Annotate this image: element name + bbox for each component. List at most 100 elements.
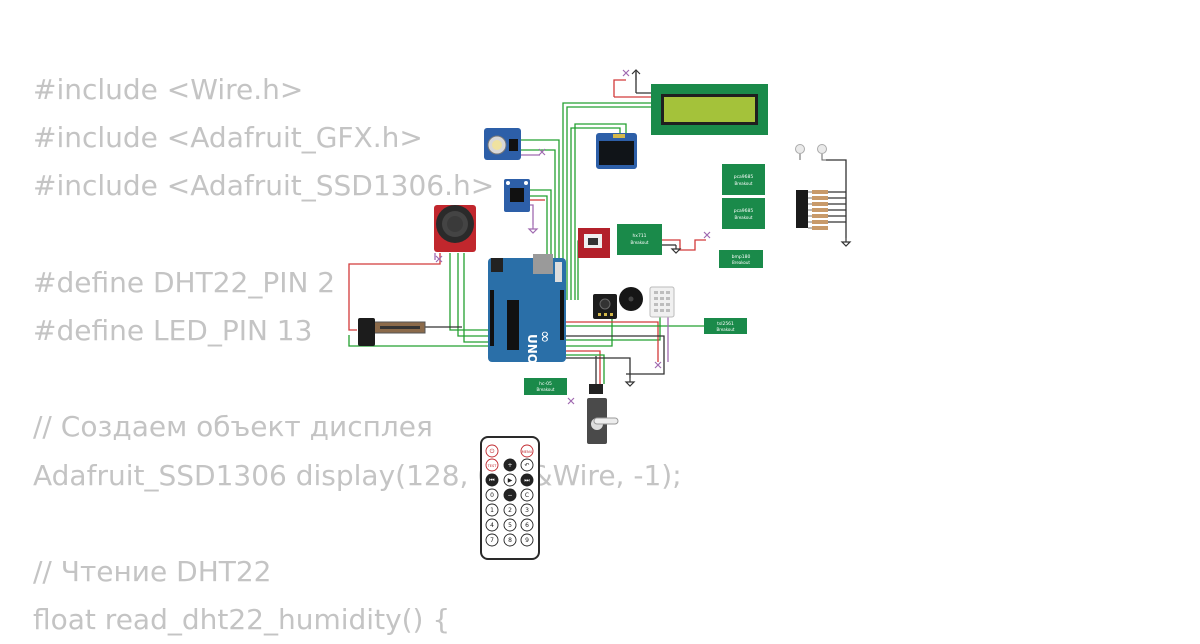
wire[interactable] bbox=[574, 123, 627, 300]
ground-icon bbox=[624, 378, 636, 387]
slide-potentiometer[interactable] bbox=[358, 318, 426, 346]
no-connect-icon bbox=[622, 69, 630, 77]
remote-button-label: 5 bbox=[508, 522, 512, 529]
remote-button[interactable] bbox=[503, 533, 517, 547]
vcc-icon bbox=[631, 69, 641, 80]
breakout-label: Breakout bbox=[735, 181, 753, 186]
no-connect-icon bbox=[435, 255, 443, 263]
remote-button-label: ▶ bbox=[508, 477, 513, 484]
wire[interactable] bbox=[828, 191, 846, 223]
led-icon bbox=[795, 144, 805, 154]
remote-button[interactable] bbox=[485, 488, 499, 502]
code-line: Adafruit_SSD1306 display(128, 64, &Wire,… bbox=[33, 458, 682, 492]
remote-button[interactable] bbox=[520, 473, 534, 487]
wire[interactable] bbox=[566, 321, 659, 362]
wire[interactable] bbox=[566, 318, 613, 347]
tsl2561-breakout[interactable]: tsl2561 Breakout bbox=[704, 318, 747, 334]
breakout-label: hx711 bbox=[632, 233, 646, 239]
dht22-sensor[interactable] bbox=[649, 286, 675, 318]
led-bar-graph[interactable] bbox=[796, 190, 828, 230]
remote-button-label: 4 bbox=[490, 522, 494, 529]
remote-button-label: MENU bbox=[522, 450, 533, 454]
pin-header bbox=[490, 290, 564, 346]
code-line: #include <Adafruit_SSD1306.h> bbox=[33, 169, 495, 203]
wire[interactable] bbox=[635, 72, 652, 94]
breakout-label: Breakout bbox=[717, 327, 735, 332]
remote-button[interactable] bbox=[503, 488, 517, 502]
no-connect-icon bbox=[654, 361, 662, 369]
code-line: #include <Wire.h> bbox=[33, 73, 304, 106]
wire[interactable] bbox=[463, 253, 489, 343]
wire[interactable] bbox=[449, 253, 489, 331]
remote-button[interactable] bbox=[520, 503, 534, 517]
wire[interactable] bbox=[530, 204, 534, 225]
remote-button-label: 9 bbox=[525, 537, 529, 544]
remote-button-label: TEST bbox=[487, 464, 498, 468]
joystick[interactable] bbox=[434, 205, 476, 252]
wire[interactable] bbox=[457, 253, 489, 337]
remote-button[interactable] bbox=[520, 458, 534, 472]
remote-button[interactable] bbox=[503, 458, 517, 472]
pca9685-breakout[interactable]: pca9685 Breakout bbox=[722, 164, 765, 195]
remote-button[interactable] bbox=[520, 518, 534, 532]
led-indicators[interactable] bbox=[795, 144, 827, 161]
remote-button[interactable] bbox=[503, 473, 517, 487]
remote-button-label: ⏭ bbox=[524, 477, 530, 484]
wire[interactable] bbox=[562, 102, 652, 300]
remote-button[interactable] bbox=[485, 503, 499, 517]
remote-button[interactable] bbox=[520, 488, 534, 502]
servo-motor[interactable] bbox=[587, 384, 619, 444]
remote-button[interactable] bbox=[503, 503, 517, 517]
remote-button[interactable] bbox=[503, 518, 517, 532]
remote-button[interactable] bbox=[485, 458, 499, 472]
buzzer[interactable] bbox=[619, 287, 643, 311]
breakout-label: Breakout bbox=[631, 240, 649, 245]
code-line: #define DHT22_PIN 2 bbox=[33, 265, 336, 299]
wire[interactable] bbox=[662, 239, 706, 251]
rtc-module[interactable] bbox=[484, 128, 521, 160]
remote-button-label: 7 bbox=[490, 537, 494, 544]
ground-icon bbox=[670, 245, 682, 254]
wire[interactable] bbox=[566, 335, 665, 375]
hc05-breakout[interactable]: hc-05 Breakout bbox=[524, 378, 567, 395]
wire[interactable] bbox=[566, 356, 631, 384]
code-line: // Чтение DHT22 bbox=[33, 554, 272, 588]
arduino-uno[interactable]: ∞ UNO bbox=[488, 254, 566, 364]
bmp180-breakout[interactable]: bmp180 Breakout bbox=[719, 250, 763, 268]
remote-button[interactable] bbox=[485, 444, 499, 458]
wire[interactable] bbox=[570, 127, 621, 300]
wire[interactable] bbox=[613, 79, 652, 98]
remote-button-label: 6 bbox=[525, 522, 529, 529]
breakout-label: Breakout bbox=[735, 215, 753, 220]
remote-button[interactable] bbox=[485, 533, 499, 547]
mpu6050-sensor[interactable] bbox=[504, 179, 530, 212]
wire[interactable] bbox=[566, 354, 605, 384]
remote-button[interactable] bbox=[520, 533, 534, 547]
remote-button-label: − bbox=[507, 492, 512, 499]
wire[interactable] bbox=[521, 149, 556, 300]
remote-button-label: 1 bbox=[490, 507, 494, 514]
breakout-label: bmp180 bbox=[732, 254, 751, 260]
remote-button[interactable] bbox=[485, 473, 499, 487]
no-connect-icon bbox=[538, 148, 546, 156]
breakout-label: tsl2561 bbox=[717, 321, 734, 327]
wire[interactable] bbox=[566, 106, 652, 300]
breakout-label: hc-05 bbox=[539, 381, 552, 387]
remote-button-label: ⏮ bbox=[489, 477, 495, 484]
ir-receiver[interactable] bbox=[593, 294, 617, 319]
wire[interactable] bbox=[348, 335, 489, 347]
remote-button-label: 3 bbox=[525, 507, 529, 514]
remote-button[interactable] bbox=[520, 444, 534, 458]
pca9685-breakout[interactable]: pca9685 Breakout bbox=[722, 198, 765, 229]
remote-button[interactable] bbox=[485, 518, 499, 532]
lcd-display[interactable] bbox=[651, 84, 768, 135]
wire[interactable] bbox=[566, 350, 601, 384]
remote-button-label: ⏻ bbox=[490, 448, 495, 455]
wire[interactable] bbox=[826, 159, 847, 238]
hx711-amplifier[interactable]: hx711 Breakout bbox=[578, 224, 662, 258]
oled-display[interactable] bbox=[596, 133, 637, 169]
code-editor-background: #include <Wire.h>#include <Adafruit_GFX.… bbox=[33, 66, 682, 644]
wire[interactable] bbox=[521, 139, 560, 300]
